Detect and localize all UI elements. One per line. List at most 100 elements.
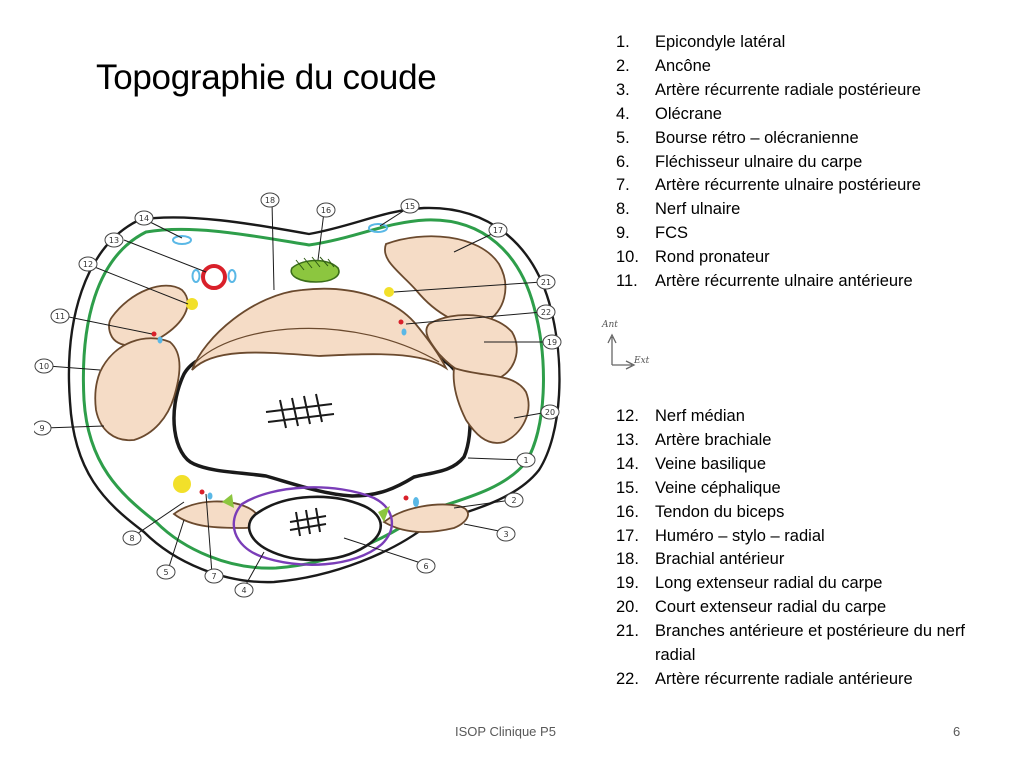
- callout-circle: [260, 192, 280, 208]
- legend-number: 15.: [616, 478, 639, 497]
- callout-marker: 2: [504, 492, 524, 508]
- callout-number: 17: [493, 226, 503, 235]
- callout-marker: 9: [34, 420, 52, 436]
- callout-number: 2: [511, 496, 516, 505]
- legend-number: 17.: [616, 526, 639, 545]
- callout-circle: [34, 358, 54, 374]
- callout-circle: [536, 304, 556, 320]
- legend-item: 14. Veine basilique: [616, 453, 1005, 477]
- extensor-short-muscle: [452, 366, 530, 444]
- brachial-artery: [201, 264, 227, 290]
- axis-label-ext: Ext: [633, 356, 650, 366]
- orientation-axis: Ant Ext: [601, 320, 650, 370]
- recurrent-radial-artery-post: [403, 495, 409, 501]
- flexor-carpi-muscle: [382, 503, 469, 533]
- callout-number: 3: [503, 530, 508, 539]
- legend-text: Artère récurrente radiale antérieure: [655, 669, 913, 688]
- small-vein-1: [401, 328, 407, 336]
- legend-item: 4.Olécrane: [616, 103, 1005, 127]
- legend-number: 3.: [616, 80, 630, 99]
- legend-text: Huméro – stylo – radial: [655, 526, 825, 545]
- legend-item: 7.Artère récurrente ulnaire postérieure: [616, 174, 1005, 198]
- callout-number: 9: [39, 424, 44, 433]
- callout-circle: [540, 404, 560, 420]
- callout-marker: 11: [50, 308, 70, 324]
- legend-number: 21.: [616, 622, 639, 641]
- legend-number: 18.: [616, 550, 639, 569]
- callout-number: 11: [55, 312, 65, 321]
- legend-number: 7.: [616, 176, 630, 195]
- callout-marker: 8: [122, 530, 142, 546]
- vein-cephalic: [368, 223, 388, 233]
- legend-item: 12.Nerf médian: [616, 405, 1005, 429]
- callout-marker: 16: [316, 202, 336, 218]
- legend-item: 20.Court extenseur radial du carpe: [616, 596, 1005, 620]
- vein-brachial-a: [191, 269, 201, 283]
- page-number: 6: [953, 724, 961, 739]
- legend-item: 11.Artère récurrente ulnaire antérieure: [616, 270, 1005, 294]
- legend-item: 15. Veine céphalique: [616, 477, 1005, 501]
- legend-item: 6.Fléchisseur ulnaire du carpe: [616, 151, 1005, 175]
- skin-outline: [67, 206, 561, 584]
- callout-circle: [50, 308, 70, 324]
- callout-number: 20: [545, 408, 555, 417]
- callout-number: 15: [405, 202, 415, 211]
- callout-marker: 19: [542, 334, 562, 350]
- legend-item: 2. Ancône: [616, 55, 1005, 79]
- legend-text: Veine céphalique: [655, 478, 781, 497]
- legend-item: 17. Huméro – stylo – radial: [616, 525, 1005, 549]
- legend-text: Veine basilique: [655, 454, 767, 473]
- tendon-patch-left: [222, 494, 234, 508]
- callout-number: 22: [541, 308, 551, 317]
- callout-circle: [34, 420, 52, 436]
- callout-circle: [78, 256, 98, 272]
- callout-marker: 22: [536, 304, 556, 320]
- callout-circle: [542, 334, 562, 350]
- callout-marker: 14: [134, 210, 154, 226]
- callout-number: 19: [547, 338, 557, 347]
- anconeus-muscle: [172, 500, 260, 529]
- humerus-contour: [172, 348, 472, 498]
- callout-marker: 21: [536, 274, 556, 290]
- pronator-teres-muscle: [94, 337, 181, 442]
- callout-number: 1: [523, 456, 528, 465]
- legend-number: 6.: [616, 152, 630, 171]
- axis-label-ant: Ant: [601, 320, 618, 330]
- legend-item: 16.Tendon du biceps: [616, 501, 1005, 525]
- callout-marker: 5: [156, 564, 176, 580]
- legend-number: 5.: [616, 128, 630, 147]
- callout-circle: [234, 582, 254, 598]
- hatch-mark-lower: [289, 507, 327, 537]
- radial-nerve-branches: [384, 287, 394, 297]
- legend-text: Branches antérieure et postérieure du ne…: [655, 622, 966, 665]
- legend-text: Long extenseur radial du carpe: [655, 574, 883, 593]
- legend-item: 19.Long extenseur radial du carpe: [616, 572, 1005, 596]
- median-nerve: [186, 298, 198, 310]
- axis-up-arrow: [607, 333, 617, 365]
- vein-basilic: [172, 235, 192, 245]
- callout-number: 18: [265, 196, 275, 205]
- legend-number: 9.: [616, 224, 630, 243]
- legend-number: 2.: [616, 56, 630, 75]
- legend-item: 13.Artère brachiale: [616, 429, 1005, 453]
- legend-number: 22.: [616, 669, 639, 688]
- axis-right-arrow: [612, 360, 636, 370]
- legend-text: Epicondyle latéral: [655, 33, 786, 51]
- legend-number: 14.: [616, 454, 639, 473]
- vein-brachial-b: [227, 269, 237, 283]
- legend-text: Artère récurrente radiale postérieure: [655, 80, 921, 99]
- legend-number: 12.: [616, 407, 639, 425]
- callout-marker: 3: [496, 526, 516, 542]
- callout-circle: [416, 558, 436, 574]
- legend-number: 20.: [616, 598, 639, 617]
- olecranon-bone: [247, 495, 382, 562]
- callout-marker: 18: [260, 192, 280, 208]
- callout-number: 5: [163, 568, 168, 577]
- legend-text: Bourse rétro – olécranienne: [655, 128, 859, 147]
- callout-circle: [316, 202, 336, 218]
- legend-text: Ancône: [655, 56, 711, 75]
